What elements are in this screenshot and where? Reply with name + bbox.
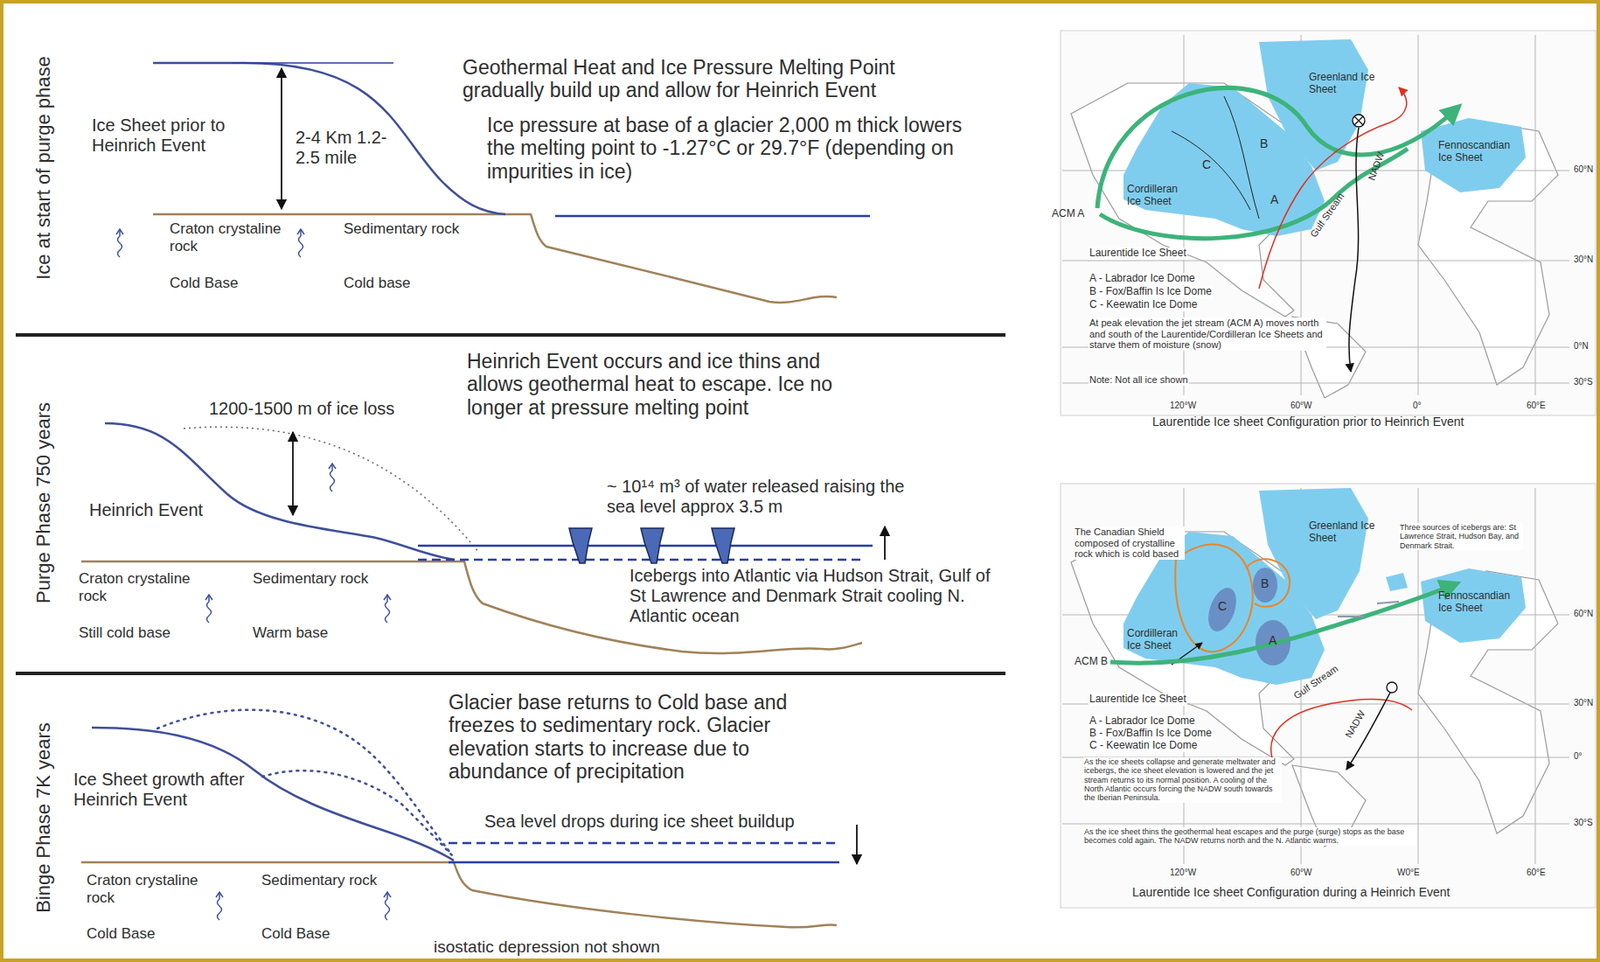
map-key: B - Fox/Baffin Is Ice Dome — [1088, 727, 1213, 740]
map-note: Note: Not all ice shown — [1088, 374, 1190, 386]
ice-sheet-label: Fennoscandian Ice Sheet — [1438, 139, 1517, 165]
dome-letter: A — [1268, 633, 1277, 647]
base-label: Cold Base — [86, 925, 155, 943]
grid-label: 120°W — [1169, 867, 1197, 878]
map-note: Three sources of icebergs are: St Lawren… — [1398, 522, 1524, 550]
ice-sheet-label: Cordilleran Ice Sheet — [1126, 183, 1189, 209]
rock-label: Sedimentary rock — [343, 220, 475, 238]
base-label: Warm base — [252, 624, 328, 642]
dome-letter: A — [1270, 192, 1279, 207]
current-label: Gulf Stream — [1291, 662, 1340, 702]
dimension: 1200-1500 m of ice loss — [208, 398, 395, 419]
map-prior — [1060, 30, 1596, 416]
annotation: Ice pressure at base of a glacier 2,000 … — [486, 113, 977, 183]
map-key: A - Labrador Ice Dome — [1088, 715, 1197, 728]
grid-label: 30°S — [1573, 376, 1594, 388]
map-key: B - Fox/Baffin Is Ice Dome — [1088, 285, 1213, 299]
annotation: Ice Sheet growth after Heinrich Event — [73, 769, 249, 810]
panel-2-profile — [81, 423, 885, 654]
annotation: ~ 10¹⁴ m³ of water released raising the … — [606, 476, 931, 517]
phase-label: Ice at start of purge phase — [32, 55, 55, 280]
jet-stream-label: ACM B — [1074, 655, 1108, 668]
grid-label: 60°E — [1526, 867, 1546, 878]
map-caption: Laurentide Ice sheet Configuration durin… — [1132, 884, 1450, 899]
ice-sheet-label: Cordilleran Ice Sheet — [1126, 627, 1189, 653]
rock-label: Sedimentary rock — [261, 871, 393, 890]
note: isostatic depression not shown — [433, 937, 661, 957]
map-during — [1060, 483, 1596, 908]
grid-label: 60°N — [1573, 164, 1594, 175]
grid-label: 0° — [1412, 400, 1422, 411]
grid-label: 60°W — [1290, 400, 1313, 411]
dome-letter: C — [1202, 157, 1211, 172]
grid-label: 60°N — [1573, 608, 1594, 620]
base-label: Cold Base — [169, 274, 238, 293]
ice-sheet-label: Greenland Ice Sheet — [1308, 71, 1379, 97]
grid-label: 60°W — [1290, 867, 1313, 878]
grid-label: 30°S — [1573, 817, 1594, 828]
grid-label: 0°N — [1573, 340, 1589, 352]
dimension: 2-4 Km 1.2-2.5 mile — [295, 127, 392, 168]
rock-label: Sedimentary rock — [252, 570, 384, 588]
map-label: Laurentide Ice Sheet — [1088, 247, 1188, 260]
rock-label: Craton crystaline rock — [169, 220, 301, 255]
annotation: Heinrich Event occurs and ice thins and … — [466, 349, 865, 419]
map-label: Laurentide Ice Sheet — [1088, 693, 1188, 706]
phase-label: Purge Phase 750 years — [32, 402, 55, 604]
dome-letter: B — [1260, 576, 1269, 591]
grid-label: W0°E — [1397, 867, 1420, 878]
grid-label: 30°N — [1573, 697, 1594, 709]
rock-label: Craton crystaline rock — [78, 570, 210, 605]
annotation: Heinrich Event — [89, 500, 203, 521]
map-caption: Laurentide Ice sheet Configuration prior… — [1152, 414, 1464, 429]
map-key: C - Keewatin Ice Dome — [1088, 299, 1198, 312]
map-note: At peak elevation the jet stream (ACM A)… — [1088, 317, 1327, 351]
map-note: As the ice sheets collapse and generate … — [1083, 757, 1282, 803]
current-label: NADW — [1365, 150, 1386, 182]
annotation: Sea level drops during ice sheet buildup — [484, 811, 795, 832]
jet-stream-label: ACM A — [1051, 208, 1085, 221]
map-note: The Canadian Shield composed of crystall… — [1073, 526, 1185, 560]
map-note: As the ice sheet thins the geothermal he… — [1083, 827, 1418, 846]
grid-label: 120°W — [1169, 400, 1197, 411]
annotation: Geothermal Heat and Ice Pressure Melting… — [462, 55, 979, 103]
panel-divider — [15, 334, 1006, 674]
annotation: Ice Sheet prior to Heinrich Event — [91, 115, 241, 156]
grid-label: 0° — [1573, 751, 1583, 762]
ice-sheet-label: Greenland Ice Sheet — [1308, 520, 1379, 545]
ice-sheet-label: Fennoscandian Ice Sheet — [1438, 590, 1517, 615]
base-label: Cold Base — [261, 925, 330, 943]
phase-label: Binge Phase 7K years — [32, 722, 55, 913]
annotation: Icebergs into Atlantic via Hudson Strait… — [629, 565, 997, 627]
dome-letter: B — [1259, 136, 1268, 151]
grid-label: 60°E — [1526, 400, 1546, 411]
map-key: A - Labrador Ice Dome — [1088, 272, 1197, 286]
map-key: C - Keewatin Ice Dome — [1088, 739, 1198, 752]
dome-letter: C — [1217, 598, 1227, 613]
grid-label: 30°N — [1573, 254, 1594, 265]
current-label: NADW — [1342, 708, 1368, 739]
current-label: Gulf Stream — [1307, 190, 1347, 239]
rock-label: Craton crystaline rock — [86, 871, 218, 906]
annotation: Glacier base returns to Cold base and fr… — [448, 690, 851, 784]
base-label: Still cold base — [78, 624, 171, 642]
base-label: Cold base — [343, 274, 411, 293]
